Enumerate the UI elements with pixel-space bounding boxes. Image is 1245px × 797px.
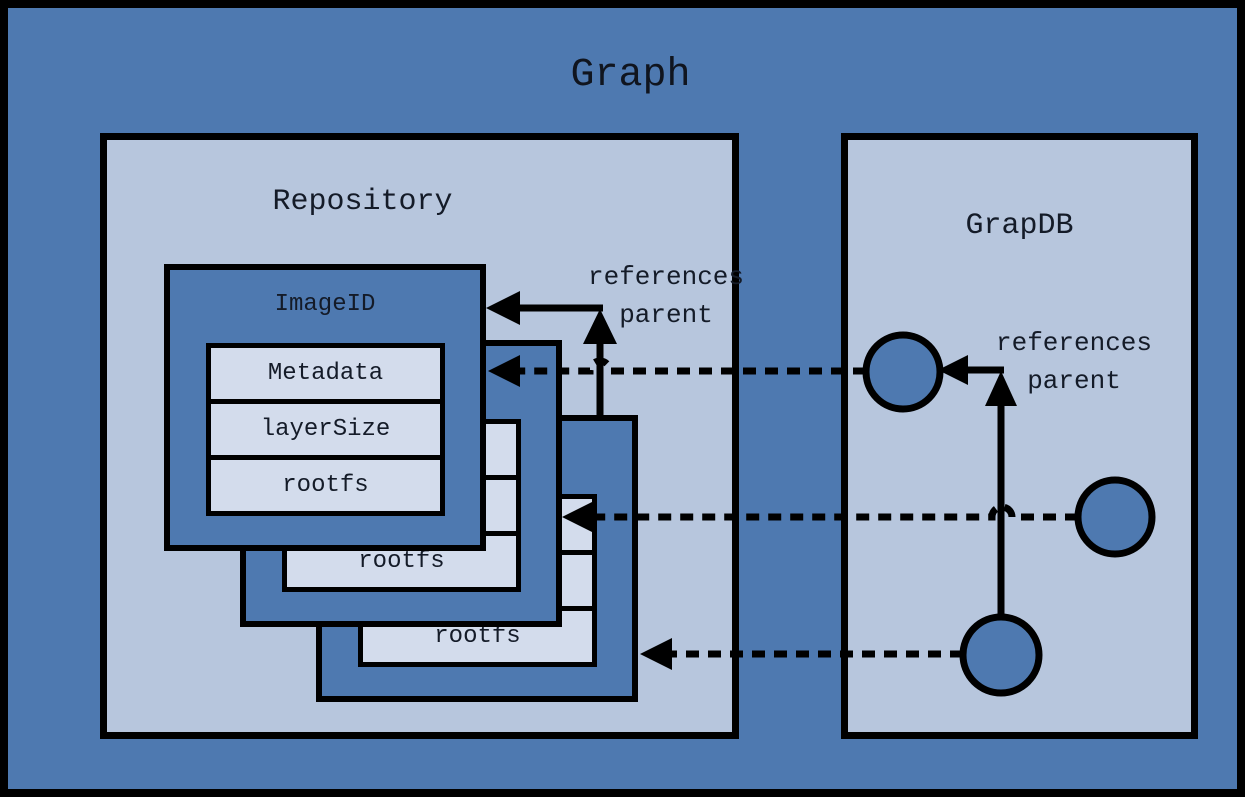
references-parent-label-repository: references parent xyxy=(566,258,766,334)
image-card-front: ImageID Metadata layerSize rootfs xyxy=(164,264,486,551)
graph-title: Graph xyxy=(570,53,691,98)
references-parent-label-graphdb: references parent xyxy=(974,324,1174,400)
label-line-2: parent xyxy=(1027,366,1121,396)
field-label: rootfs xyxy=(434,623,521,650)
field-label: rootfs xyxy=(358,548,445,575)
repository-title: Repository xyxy=(272,185,453,219)
graphdb-title: GrapDB xyxy=(965,209,1074,243)
label-line-2: parent xyxy=(619,300,713,330)
image-card-front-fields: Metadata layerSize rootfs xyxy=(206,343,445,516)
field-label: Metadata xyxy=(267,360,384,387)
field-row-rootfs: rootfs xyxy=(206,455,445,516)
field-row-metadata: Metadata xyxy=(206,343,445,404)
label-line-1: references xyxy=(587,262,745,292)
field-row-layersize: layerSize xyxy=(206,399,445,460)
field-label: rootfs xyxy=(282,472,369,499)
field-label: layerSize xyxy=(260,416,391,443)
label-line-1: references xyxy=(995,328,1153,358)
image-card-title: ImageID xyxy=(274,291,376,318)
